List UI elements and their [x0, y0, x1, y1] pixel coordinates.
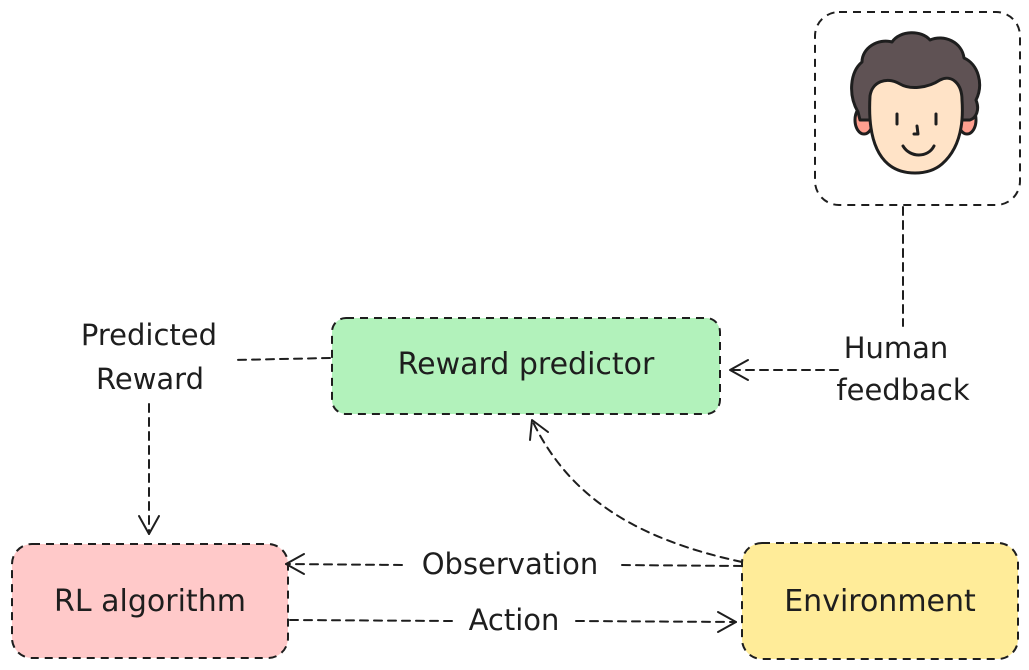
human-feedback-label: Human feedback [836, 331, 969, 407]
human-feedback-line1: Human [844, 331, 949, 365]
action-label: Action [469, 603, 560, 637]
feedback-arrowhead [729, 359, 749, 381]
human-node [814, 11, 1021, 206]
observation-arrowhead [285, 553, 305, 575]
edge-environment-to-reward-predictor [529, 419, 743, 563]
predicted-reward-line1: Predicted [81, 318, 217, 352]
edge-reward-predictor-to-label [233, 357, 331, 361]
edge-predicted-reward-to-rl [138, 403, 160, 535]
rl-algorithm-label: RL algorithm [54, 584, 246, 619]
environment-box [741, 542, 1019, 660]
environment-label: Environment [784, 584, 976, 619]
reward-predictor-node: Reward predictor [331, 317, 721, 415]
smile [901, 144, 936, 157]
rl-algorithm-node: RL algorithm [11, 543, 289, 659]
edge-observation: Observation [285, 547, 743, 581]
person-face-icon [850, 31, 981, 175]
observation-label: Observation [422, 547, 599, 581]
predicted-reward-label: Predicted Reward [81, 318, 217, 396]
nose [912, 124, 920, 136]
predicted-reward-line2: Reward [96, 362, 204, 396]
action-arrowhead [717, 611, 737, 633]
human-feedback-line2: feedback [836, 373, 969, 407]
reward-predictor-label: Reward predictor [398, 347, 655, 382]
env-to-reward-arrowhead [529, 419, 549, 441]
environment-node: Environment [741, 542, 1019, 660]
env-to-reward-curve [531, 419, 743, 563]
reward-predictor-box [331, 317, 721, 415]
predicted-reward-arrowhead [138, 515, 160, 535]
action-line-left [289, 619, 453, 622]
rl-algorithm-box [11, 543, 289, 659]
edge-feedback-to-reward-predictor [729, 359, 839, 381]
edge-action: Action [289, 603, 737, 637]
observation-line-right [617, 564, 743, 567]
observation-line-left [285, 563, 403, 566]
action-line-right [575, 620, 737, 623]
